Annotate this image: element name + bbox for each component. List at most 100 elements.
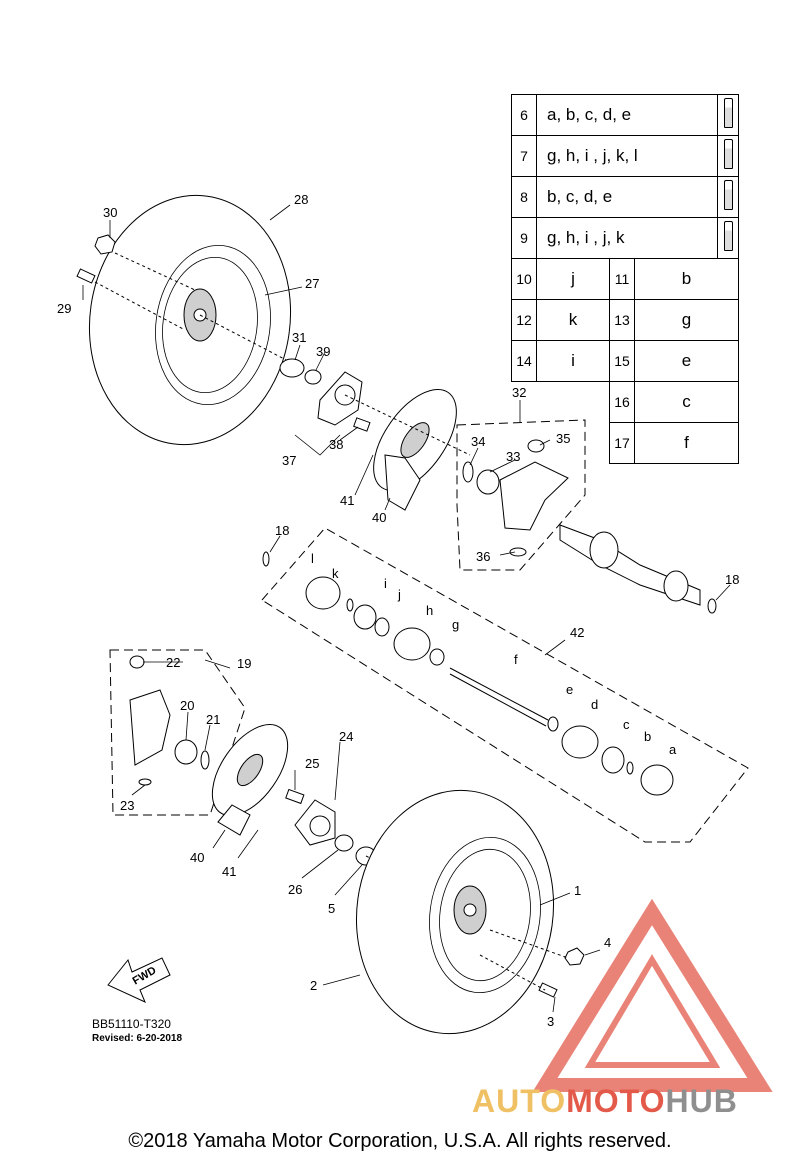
kit-legend-table: 6 a, b, c, d, e 7 g, h, i , j, k, l 8 b,… [511, 94, 739, 464]
callout-g: g [452, 617, 459, 632]
callout-labels: 28 30 27 29 31 39 38 37 41 40 32 34 33 3… [57, 192, 739, 1029]
callout-i: i [384, 576, 387, 591]
callout-29: 29 [57, 301, 71, 316]
callout-27: 27 [305, 276, 319, 291]
callout-21: 21 [206, 712, 220, 727]
legend-codes: a, b, c, d, e [536, 94, 718, 136]
legend-num: 13 [609, 299, 635, 341]
lower-brake-disc [211, 723, 289, 836]
callout-20: 20 [180, 698, 194, 713]
lower-stud-3 [538, 982, 558, 998]
upper-hub-assembly [279, 358, 371, 432]
callout-22: 22 [166, 655, 180, 670]
callout-30: 30 [103, 205, 117, 220]
legend-code: f [634, 422, 739, 464]
callout-32: 32 [512, 385, 526, 400]
lower-hub-24 [285, 788, 377, 866]
callout-e: e [566, 682, 573, 697]
legend-row: 14 i 15 e [511, 340, 739, 382]
grease-tube-icon [717, 217, 739, 259]
callout-33: 33 [506, 449, 520, 464]
callout-f: f [514, 652, 518, 667]
upper-drive-shaft [559, 524, 717, 614]
watermark-part: AUTO [472, 1083, 567, 1119]
diagram-reference: BB51110-T320 [92, 1017, 171, 1031]
legend-code: c [634, 381, 739, 423]
watermark-part: MOTO [566, 1083, 666, 1119]
upper-tire [88, 194, 292, 446]
legend-codes: g, h, i , j, k, l [536, 135, 718, 177]
callout-41-lower: 41 [222, 864, 236, 879]
callout-28: 28 [294, 192, 308, 207]
callout-h: h [426, 603, 433, 618]
legend-row: 12 k 13 g [511, 299, 739, 341]
legend-code: k [536, 299, 610, 341]
callout-k: k [332, 566, 339, 581]
callout-35: 35 [556, 431, 570, 446]
legend-codes: b, c, d, e [536, 176, 718, 218]
callout-39: 39 [316, 344, 330, 359]
watermark-part: HUB [665, 1083, 738, 1119]
legend-num: 10 [511, 258, 537, 300]
legend-code: i [536, 340, 610, 382]
callout-j: j [397, 587, 401, 602]
callout-2: 2 [310, 978, 317, 993]
callout-40-upper: 40 [372, 510, 386, 525]
revision-date: Revised: 6-20-2018 [92, 1033, 183, 1044]
legend-num: 6 [511, 94, 537, 136]
callout-25: 25 [305, 756, 319, 771]
legend-num: 15 [609, 340, 635, 382]
legend-row: 7 g, h, i , j, k, l [511, 135, 739, 177]
grease-tube-icon [717, 135, 739, 177]
legend-row: 16 c [512, 381, 739, 423]
lower-knuckle-group-19 [109, 649, 246, 816]
copyright-notice: ©2018 Yamaha Motor Corporation, U.S.A. A… [128, 1130, 672, 1152]
lower-nut-4 [564, 947, 585, 966]
legend-num: 14 [511, 340, 537, 382]
legend-num: 9 [511, 217, 537, 259]
callout-a: a [669, 742, 677, 757]
callout-18-left: 18 [275, 523, 289, 538]
legend-num: 17 [609, 422, 635, 464]
callout-34: 34 [471, 434, 485, 449]
automotohub-logo [532, 898, 773, 1092]
callout-d: d [591, 697, 598, 712]
legend-codes: g, h, i , j, k [536, 217, 718, 259]
upper-stud-29 [76, 268, 96, 284]
callout-42: 42 [570, 625, 584, 640]
callout-3: 3 [547, 1014, 554, 1029]
legend-row: 6 a, b, c, d, e [511, 94, 739, 136]
callout-b: b [644, 729, 651, 744]
grease-tube-icon [717, 176, 739, 218]
callout-40-lower: 40 [190, 850, 204, 865]
legend-code: j [536, 258, 610, 300]
callout-18-right: 18 [725, 572, 739, 587]
callout-36: 36 [476, 549, 490, 564]
legend-code: g [634, 299, 739, 341]
legend-num: 11 [609, 258, 635, 300]
callout-26: 26 [288, 882, 302, 897]
upper-brake-disc [373, 388, 457, 511]
leader-lines [82, 204, 731, 1013]
callout-c: c [623, 717, 630, 732]
legend-row: 9 g, h, i , j, k [511, 217, 739, 259]
legend-row: 8 b, c, d, e [511, 176, 739, 218]
legend-num: 7 [511, 135, 537, 177]
callout-41-upper: 41 [340, 493, 354, 508]
callout-l: l [311, 551, 314, 566]
legend-code: e [634, 340, 739, 382]
legend-num: 8 [511, 176, 537, 218]
callout-4: 4 [604, 935, 611, 950]
grease-tube-icon [717, 94, 739, 136]
legend-num: 12 [511, 299, 537, 341]
callout-24: 24 [339, 729, 353, 744]
upper-nut-30 [94, 234, 116, 255]
callout-19: 19 [237, 656, 251, 671]
callout-37: 37 [282, 453, 296, 468]
knuckle-group-32 [456, 419, 586, 571]
callout-5: 5 [328, 901, 335, 916]
callout-1: 1 [574, 883, 581, 898]
callout-23: 23 [120, 798, 134, 813]
legend-row: 17 f [512, 422, 739, 464]
